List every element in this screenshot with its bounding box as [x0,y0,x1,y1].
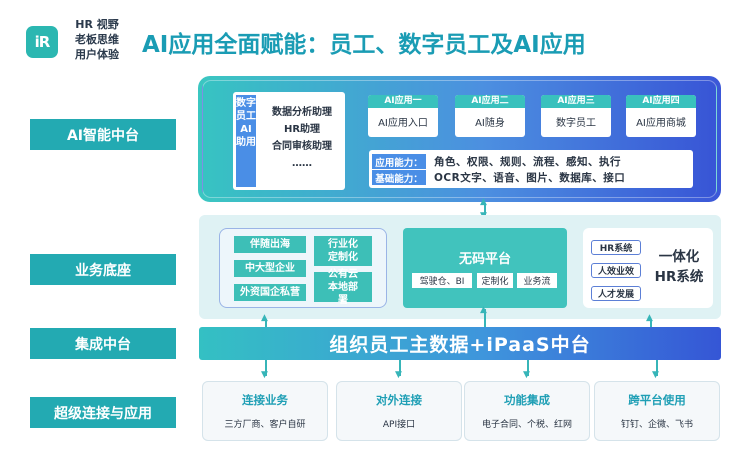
arrow-down-icon: ▼ [652,370,659,380]
layer-label-connection: 超级连接与应用 [30,397,176,428]
arrow-down-icon: ▼ [395,370,402,380]
connection-card [336,381,462,441]
business-chip: 伴随出海 [234,236,306,253]
ai-app-header: AI应用一 [368,95,438,108]
connection-sub: 电子合同、个税、红网 [481,420,572,430]
capability-row: 基础能力： OCR文字、语音、图片、数据库、接口 [372,170,625,185]
arrow-line [265,360,267,376]
layer-label-ai: AI智能中台 [30,119,176,150]
ai-app-header: AI应用四 [626,95,696,108]
assistant-list: 数据分析助理 HR助理 合同审核助理 …… [262,104,342,172]
connection-card [594,381,720,441]
brand-text: HR 视野 老板思维 用户体验 [66,17,128,62]
connection-title: 连接业务 [242,393,288,407]
arrow-line [656,360,658,376]
arrow-line [484,203,486,215]
arrow-up-icon: ▲ [480,197,487,207]
ai-app-header: AI应用三 [541,95,611,108]
arrow-line [527,360,529,376]
arrow-line [650,319,652,327]
business-chip: 外资国企私营 [234,284,306,301]
ai-app-name: AI应用入口 [378,118,428,129]
connection-sub: API接口 [382,420,416,430]
brand-line: 老板思维 [75,33,119,46]
capability-key: 基础能力： [372,170,426,185]
logo: iR [26,26,58,58]
arrow-up-icon: ▲ [480,305,487,315]
hr-chip: 人效业效 [591,263,641,278]
arrow-up-icon: ▲ [646,313,653,323]
ai-app-name: 数字员工 [556,118,596,129]
hr-chip: HR系统 [591,240,641,255]
capability-key: 应用能力： [372,154,426,169]
connection-title: 对外连接 [376,393,422,407]
ai-app-name: AI随身 [475,118,505,129]
page-title: AI应用全面赋能：员工、数字员工及AI应用 [142,32,586,58]
no-code-chip: 业务流 [517,273,557,288]
assistant-item: …… [292,158,312,169]
layer-label-integration: 集成中台 [30,328,176,359]
capability-row: 应用能力： 角色、权限、规则、流程、感知、执行 [372,154,621,169]
digital-employee-tab: 数字员工AI助用 [236,95,256,187]
business-chip: 公有云本地部署 [314,269,372,306]
brand-line: HR 视野 [75,18,119,31]
no-code-chip: 定制化 [477,273,513,288]
business-chip: 行业化定制化 [314,236,372,266]
arrow-line [484,309,486,327]
connection-sub: 钉钉、企微、飞书 [620,420,693,430]
no-code-chip: 驾驶仓、BI [412,273,472,288]
brand-line: 用户体验 [75,48,119,61]
capability-value: OCR文字、语音、图片、数据库、接口 [434,172,626,184]
capability-value: 角色、权限、规则、流程、感知、执行 [434,156,621,168]
arrow-down-icon: ▼ [261,370,268,380]
no-code-title: 无码平台 [458,252,511,267]
business-chip: 中大型企业 [234,260,306,277]
assistant-item: HR助理 [283,124,321,135]
assistant-item: 数据分析助理 [272,107,332,118]
connection-card [202,381,328,441]
arrow-up-icon: ▲ [261,313,268,323]
ai-app-name: AI应用商城 [636,118,686,129]
arrow-line [265,319,267,327]
hr-system-title: 一体化HR系统 [654,249,704,285]
connection-card [464,381,590,441]
ipaas-bar: 组织员工主数据+iPaaS中台 [199,327,721,360]
no-code-platform [403,228,567,308]
ai-app-header: AI应用二 [455,95,525,108]
arrow-down-icon: ▼ [523,370,530,380]
connection-sub: 三方厂商、客户自研 [224,420,306,430]
connection-title: 功能集成 [504,393,550,407]
layer-label-business: 业务底座 [30,254,176,285]
hr-chip: 人才发展 [591,286,641,301]
assistant-item: 合同审核助理 [272,141,332,152]
arrow-line [399,360,401,376]
connection-title: 跨平台使用 [628,393,686,407]
